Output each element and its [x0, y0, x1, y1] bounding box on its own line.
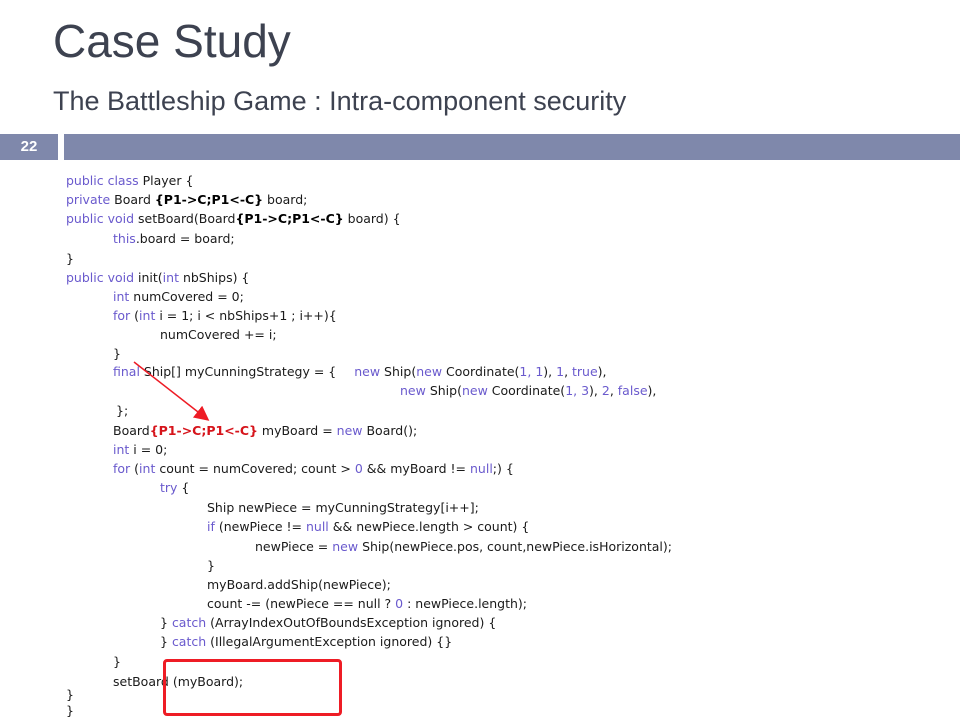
code-line: count -= (newPiece == null ? 0 : newPiec…: [207, 596, 528, 611]
code-line: for (int count = numCovered; count > 0 &…: [113, 461, 514, 476]
code-line: try {: [160, 480, 190, 495]
code-line: this.board = board;: [113, 231, 235, 246]
security-label: {P1->C;P1<-C}: [149, 423, 258, 438]
code-line: }: [66, 687, 74, 702]
code-line: }: [66, 251, 74, 266]
security-label: {P1->C;P1<-C}: [154, 192, 264, 207]
code-line: }: [113, 346, 121, 361]
code-line: numCovered += i;: [160, 327, 277, 342]
code-line: }: [66, 703, 74, 718]
code-line: public class Player {: [66, 173, 194, 188]
code-line: } catch (IllegalArgumentException ignore…: [160, 634, 453, 649]
code-line: public void setBoard(Board{P1->C;P1<-C} …: [66, 211, 401, 226]
slide-number-badge: 22: [0, 134, 58, 160]
code-line: private Board {P1->C;P1<-C} board;: [66, 192, 308, 207]
slide-title: Case Study: [53, 15, 291, 67]
code-line: Board{P1->C;P1<-C} myBoard = new Board()…: [113, 423, 418, 438]
code-line: setBoard (myBoard);: [113, 674, 244, 689]
code-line: for (int i = 1; i < nbShips+1 ; i++){: [113, 308, 337, 323]
arrow-line: [133, 361, 210, 421]
code-line: newPiece = new Ship(newPiece.pos, count,…: [255, 539, 672, 554]
code-line: new Ship(new Coordinate(1, 3), 2, false)…: [400, 383, 657, 398]
code-line: int numCovered = 0;: [113, 289, 244, 304]
slide-subtitle: The Battleship Game : Intra-component se…: [53, 86, 627, 116]
code-block: public class Player { private Board {P1-…: [0, 165, 960, 720]
header-bar: [64, 134, 960, 160]
code-line: Ship newPiece = myCunningStrategy[i++];: [207, 500, 479, 515]
highlight-box: [163, 659, 342, 716]
code-line: } catch (ArrayIndexOutOfBoundsException …: [160, 615, 497, 630]
code-line: int i = 0;: [113, 442, 168, 457]
code-line: }: [113, 654, 121, 669]
code-line: public void init(int nbShips) {: [66, 270, 250, 285]
code-line: };: [116, 403, 129, 418]
code-line: myBoard.addShip(newPiece);: [207, 577, 391, 592]
code-line: final Ship[] myCunningStrategy = {new Sh…: [113, 364, 607, 379]
security-label: {P1->C;P1<-C}: [235, 211, 344, 226]
code-line: }: [207, 558, 215, 573]
code-line: if (newPiece != null && newPiece.length …: [207, 519, 530, 534]
